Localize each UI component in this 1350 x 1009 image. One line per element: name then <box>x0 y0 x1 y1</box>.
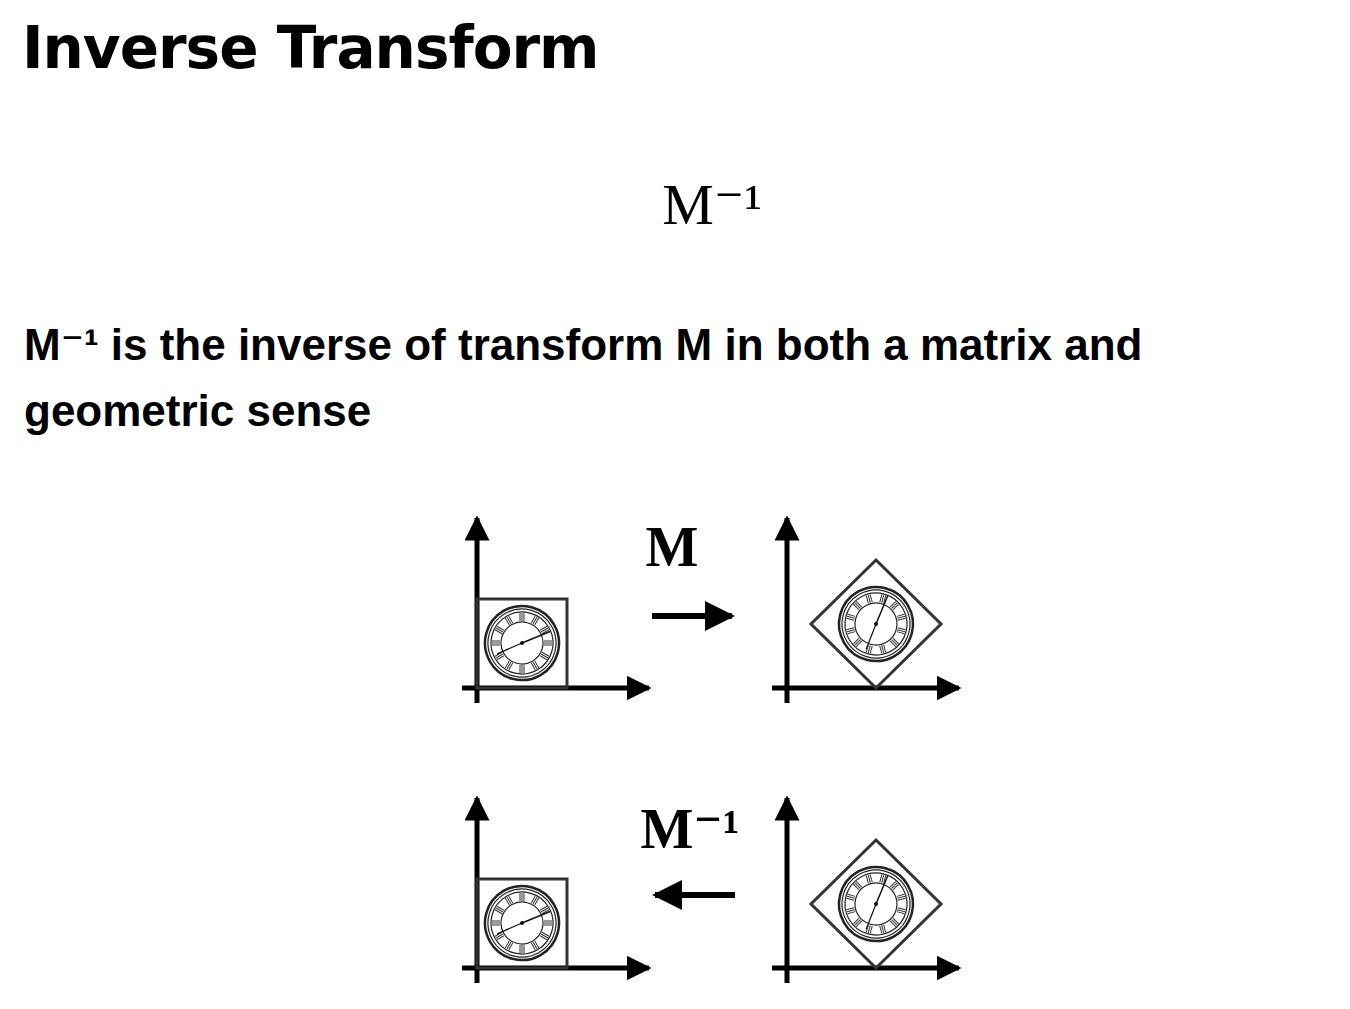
x-axis <box>772 686 959 691</box>
forward-arrow <box>652 613 732 619</box>
clock-face <box>471 872 572 973</box>
clock-face <box>831 859 922 950</box>
transform-label: M <box>646 515 699 579</box>
slide-title: Inverse Transform <box>22 14 599 82</box>
x-axis <box>772 966 959 971</box>
inverse-transform-label: M⁻¹ <box>640 795 739 861</box>
inverse-arrow <box>655 892 735 898</box>
inverse-symbol: M⁻¹ <box>662 170 762 238</box>
clock-face <box>471 592 572 693</box>
y-axis <box>785 518 790 703</box>
diamond-frame <box>811 560 941 688</box>
clock-face <box>831 579 922 670</box>
y-axis <box>785 798 790 983</box>
description-text: M⁻¹ is the inverse of transform M in bot… <box>24 312 1334 444</box>
diamond-frame <box>811 840 941 968</box>
